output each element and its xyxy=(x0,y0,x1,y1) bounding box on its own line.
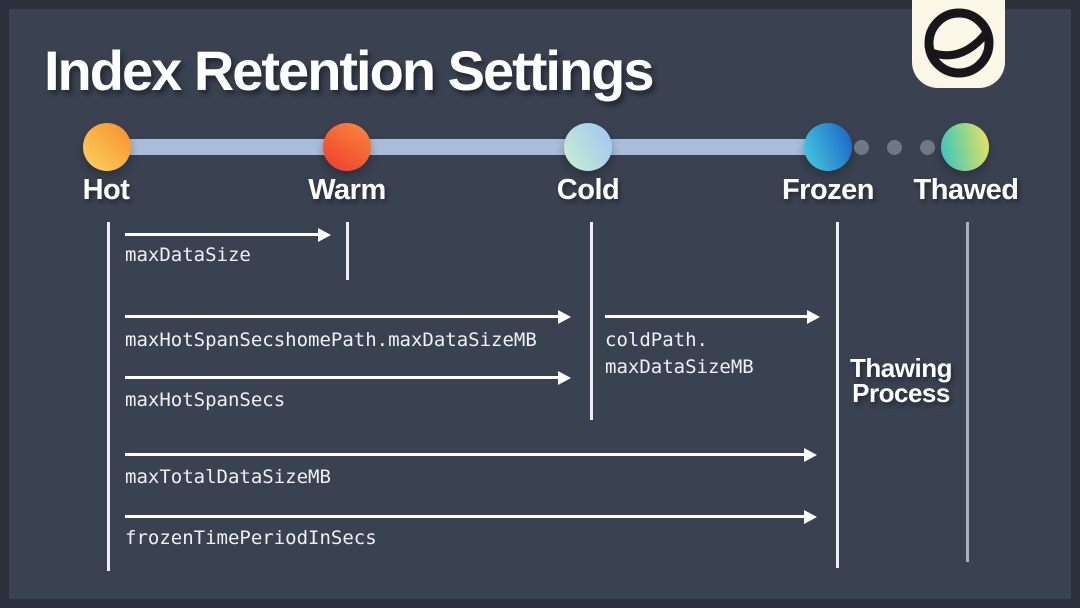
arrow-frozentimeperiodinsecs xyxy=(125,515,804,518)
lane-line-cold xyxy=(590,222,593,420)
lane-line-warm xyxy=(346,222,349,280)
setting-label: maxHotSpanSecs xyxy=(125,389,286,411)
gap-dot xyxy=(887,140,902,155)
stage-label-hot: Hot xyxy=(82,174,130,206)
stage-label-frozen: Frozen xyxy=(781,174,875,206)
setting-label-line1: coldPath. xyxy=(605,329,708,351)
arrow-coldpath-maxdatasizemb xyxy=(605,315,807,318)
stage-dot-warm xyxy=(323,123,371,171)
timeline-bar xyxy=(100,139,836,155)
setting-label: maxHotSpanSecshomePath.maxDataSizeMB xyxy=(125,329,537,351)
gap-dot xyxy=(920,140,935,155)
thawing-process-line1: Thawing xyxy=(850,353,952,383)
lane-line-frozen xyxy=(836,222,839,568)
thawing-process-label: Thawing Process xyxy=(850,353,952,408)
stage-label-cold: Cold xyxy=(556,174,620,206)
stage-dot-cold xyxy=(564,123,612,171)
lane-line-hot xyxy=(107,222,110,571)
arrow-maxdatasize xyxy=(125,233,318,236)
setting-label: frozenTimePeriodInSecs xyxy=(125,527,377,549)
setting-label: maxTotalDataSizeMB xyxy=(125,466,331,488)
stage-dot-frozen xyxy=(804,123,852,171)
setting-label-line2: maxDataSizeMB xyxy=(605,356,754,378)
setting-label: coldPath. maxDataSizeMB xyxy=(605,327,754,381)
logo-badge xyxy=(912,0,1005,88)
circle-horizon-logo-icon xyxy=(921,4,997,85)
arrow-maxhotspansecs-homepath xyxy=(125,315,558,318)
stage-dot-thawed xyxy=(941,123,989,171)
arrow-maxtotaldatasizemb xyxy=(125,453,804,456)
stage-label-warm: Warm xyxy=(308,174,386,206)
stage-dot-hot xyxy=(83,123,131,171)
gap-dot xyxy=(854,140,869,155)
arrow-maxhotspansecs xyxy=(125,376,558,379)
thawing-process-line2: Process xyxy=(852,378,950,408)
setting-label: maxDataSize xyxy=(125,244,251,266)
page-title: Index Retention Settings xyxy=(44,39,654,102)
stage-label-thawed: Thawed xyxy=(913,174,1019,206)
lane-line-thawed xyxy=(966,222,969,562)
